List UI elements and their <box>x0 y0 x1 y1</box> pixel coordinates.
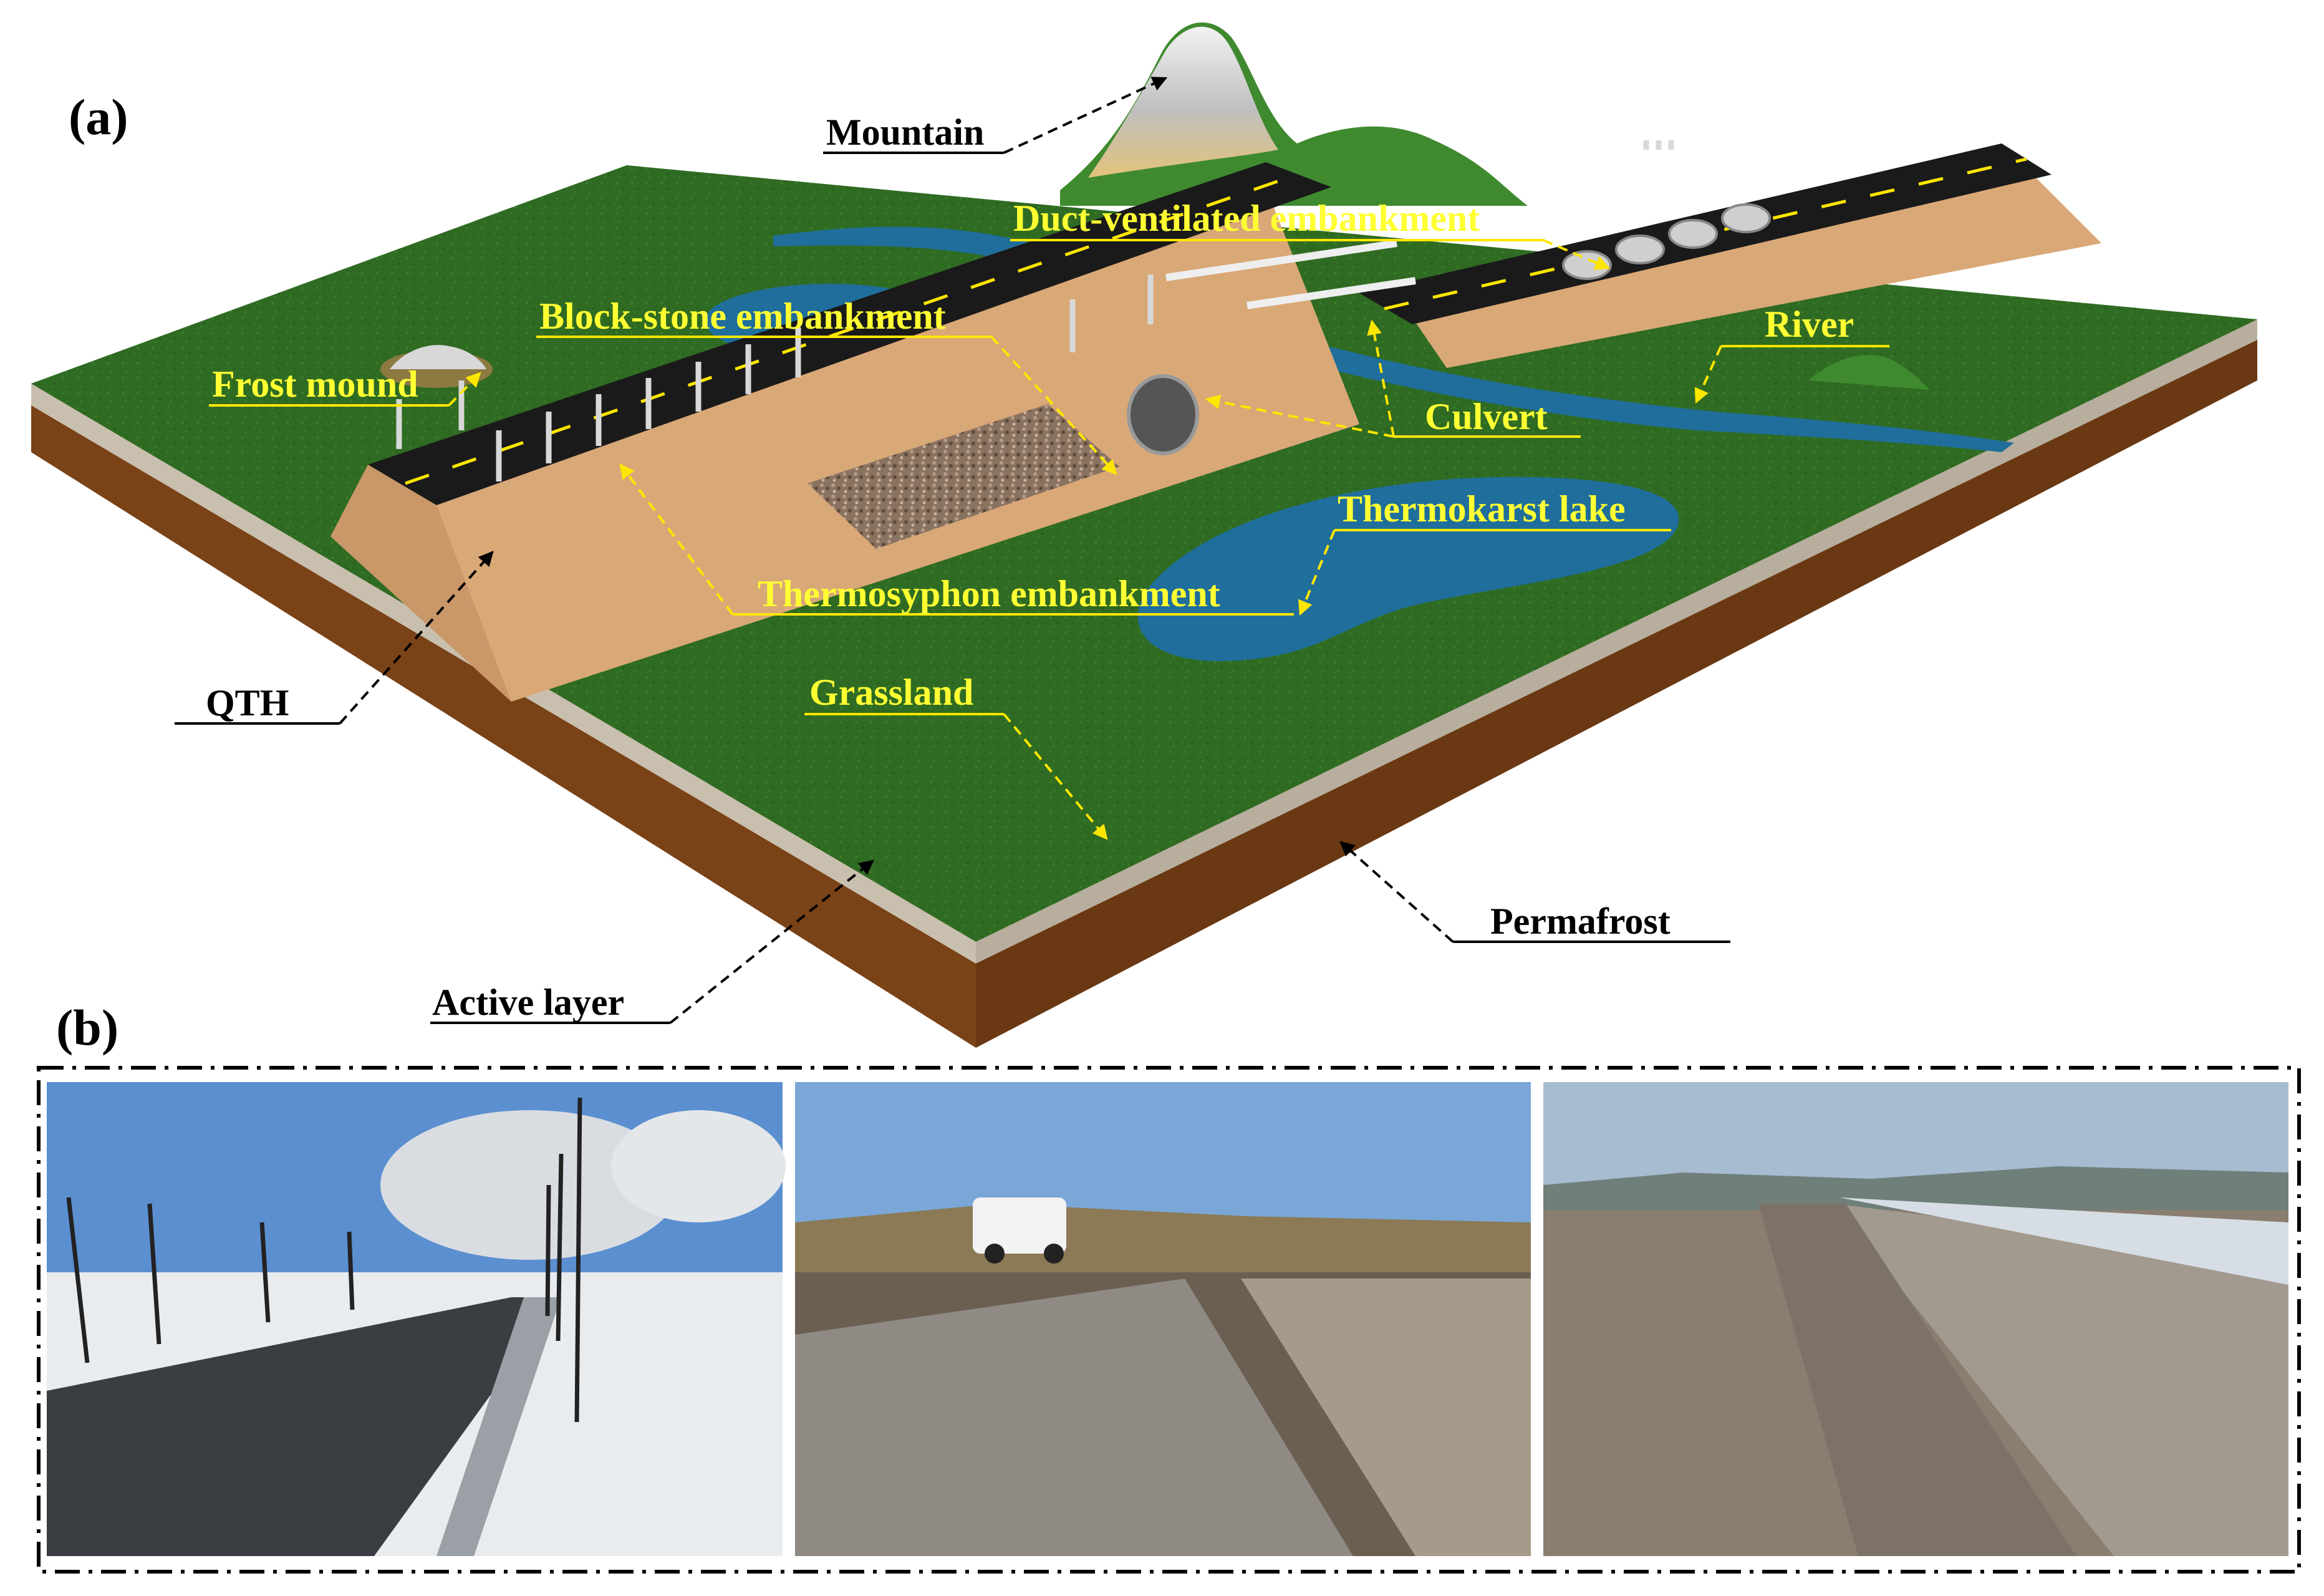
ventilation-ducts <box>1562 203 1771 280</box>
block-stone-patch <box>808 404 1119 549</box>
label-frost-mound: Frost mound <box>212 364 418 405</box>
qth-arrow <box>339 551 494 725</box>
permafrost-arrow <box>1339 841 1454 943</box>
bridge-guardrail-lower <box>1246 277 1416 309</box>
rear-road-centerline <box>1384 157 2027 311</box>
mountain-arrow <box>1003 77 1168 154</box>
photo-panel-frame <box>37 1066 2301 1574</box>
thermosyphon-pipes <box>396 140 1674 481</box>
thermosyphon-arrow <box>619 463 734 616</box>
panel-b-label: (b) <box>56 999 118 1056</box>
active-layer-arrow <box>669 859 874 1024</box>
river <box>773 226 2014 452</box>
panel-a-label: (a) <box>69 89 128 145</box>
photo-block-stone <box>795 1082 1531 1556</box>
frost-mound-illustration <box>380 345 493 388</box>
culvert-arrow-up <box>1367 319 1395 437</box>
photo-duct-ventilated <box>1543 1082 2288 1556</box>
block-stone-arrow <box>990 336 1117 475</box>
embankment-front-slope <box>330 187 1359 702</box>
permafrost-side-right <box>976 319 2257 1048</box>
label-culvert: Culvert <box>1425 396 1548 437</box>
grassland-surface <box>31 165 2257 942</box>
river-hill <box>1808 355 1930 390</box>
label-mountain: Mountain <box>826 112 984 153</box>
grassland-arrow <box>1003 713 1108 840</box>
active-layer-strip-right <box>976 319 2257 964</box>
bridge-guardrail <box>1165 239 1397 281</box>
label-qth: QTH <box>206 682 289 723</box>
duct-arrow <box>1543 239 1611 270</box>
frost-mound-arrow <box>448 372 481 407</box>
embankment-end-face <box>330 465 511 702</box>
label-river: River <box>1765 304 1854 345</box>
label-active-layer: Active layer <box>432 982 624 1023</box>
label-grassland: Grassland <box>809 672 973 713</box>
label-block-stone: Block-stone embankment <box>539 296 946 337</box>
permafrost-side-left <box>31 384 976 1048</box>
label-thermosyphon: Thermosyphon embankment <box>758 573 1220 614</box>
road-centerline <box>405 173 1298 485</box>
label-duct-ventilated: Duct-ventilated embankment <box>1013 198 1480 239</box>
river-arrow <box>1694 346 1722 404</box>
road-surface <box>368 162 1331 505</box>
label-permafrost: Permafrost <box>1490 901 1671 942</box>
embankment-main <box>330 162 1359 702</box>
photo-thermosyphon <box>47 1082 786 1556</box>
label-thermokarst-lake: Thermokarst lake <box>1338 488 1626 530</box>
mountain-illustration <box>1060 22 1528 206</box>
culvert-opening <box>1127 374 1199 455</box>
